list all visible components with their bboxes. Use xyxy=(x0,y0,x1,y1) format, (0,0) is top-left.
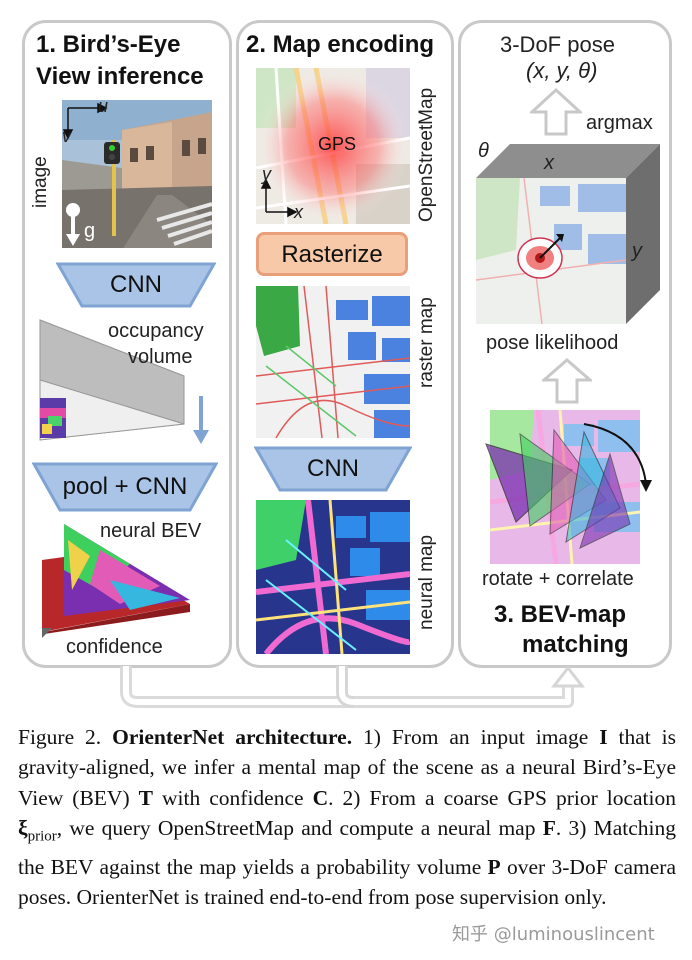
gravity-arrow-icon xyxy=(66,203,80,246)
caption-symbol-F: F xyxy=(542,816,556,841)
rasterize-block: Rasterize xyxy=(256,232,408,276)
axis-u-label: u xyxy=(98,96,109,116)
likelihood-up-arrow-icon xyxy=(542,358,592,404)
neural-map-tile xyxy=(256,500,410,654)
axis-v-label: v xyxy=(62,126,71,146)
caption-prior: prior xyxy=(27,828,57,845)
caption-s4: . 2) From a coarse GPS prior location xyxy=(328,785,677,810)
caption-s6: . 3) Matching the BEV against the map yi… xyxy=(18,816,677,879)
rotated-bev-triangles xyxy=(485,423,652,549)
pose-title: 3-DoF pose xyxy=(500,32,615,57)
occupancy-label-line1: occupancy xyxy=(108,320,204,342)
pose-likelihood-label: pose likelihood xyxy=(486,332,619,354)
map-cnn-label: CNN xyxy=(307,455,359,482)
down-arrow-icon xyxy=(193,396,209,444)
argmax-label: argmax xyxy=(586,112,653,134)
caption-s5: , we query OpenStreetMap and compute a n… xyxy=(56,816,536,841)
bev-panel-title-line1: 1. Bird’s-Eye xyxy=(36,31,181,58)
pool-cnn-label: pool + CNN xyxy=(62,473,188,500)
neural-bev-label: neural BEV xyxy=(100,520,202,542)
raster-map-tile xyxy=(256,286,410,438)
y-label: y xyxy=(632,240,642,262)
caption-symbol-P: P xyxy=(487,854,501,879)
gravity-label: g xyxy=(84,220,96,242)
rasterize-label: Rasterize xyxy=(281,241,383,268)
map-axes-icon xyxy=(260,178,298,218)
bev-cnn-label: CNN xyxy=(110,271,162,298)
occupancy-label-line2: volume xyxy=(128,346,193,368)
neural-bev-shape xyxy=(42,524,190,638)
occupancy-volume-shape xyxy=(39,319,185,441)
caption-symbol-C: C xyxy=(312,785,329,810)
image-axes-icon xyxy=(62,102,108,140)
rotate-correlate-label: rotate + correlate xyxy=(482,568,634,590)
matching-title-line1: 3. BEV-map xyxy=(494,601,627,628)
caption-name: OrienterNet architecture. xyxy=(112,725,353,749)
neural-map-label: neural map xyxy=(416,534,437,630)
figure-caption: Figure 2. OrienterNet architecture. 1) F… xyxy=(18,722,676,913)
caption-s3: with confidence xyxy=(162,785,304,810)
matching-title-line2: matching xyxy=(522,631,629,658)
caption-s7: over 3-DoF camera poses. OrienterNet is … xyxy=(18,854,677,910)
pool-cnn-block: pool + CNN xyxy=(32,462,218,512)
confidence-label: confidence xyxy=(66,636,163,658)
bev-cnn-block: CNN xyxy=(56,262,216,308)
flow-connector-arrow xyxy=(120,665,586,708)
x-label: x xyxy=(544,152,554,174)
gps-label: GPS xyxy=(318,134,357,154)
theta-label: θ xyxy=(478,140,489,162)
caption-symbol-I: I xyxy=(599,725,608,749)
caption-s2: that is gravity-aligned, we infer a ment… xyxy=(18,725,677,810)
map-cnn-block: CNN xyxy=(254,446,412,492)
watermark: 知乎 @luminouslincent xyxy=(452,924,655,945)
caption-symbol-xi: ξ xyxy=(18,816,28,841)
caption-symbol-T: T xyxy=(138,785,153,810)
probability-volume-box xyxy=(475,144,660,325)
raster-map-label: raster map xyxy=(416,297,437,388)
map-panel-title: 2. Map encoding xyxy=(246,31,435,58)
openstreetmap-label: OpenStreetMap xyxy=(416,87,437,222)
argmax-up-arrow-icon xyxy=(530,88,582,136)
bev-panel-title-line2: View inference xyxy=(36,63,204,90)
caption-s1: 1) From an input image xyxy=(363,725,589,749)
image-label: image xyxy=(30,156,51,208)
input-street-image xyxy=(62,100,212,248)
pose-variables: (x, y, θ) xyxy=(526,58,598,83)
caption-fig: Figure 2. xyxy=(18,725,102,749)
map-axis-y-label: y xyxy=(262,164,271,184)
openstreetmap-tile xyxy=(256,68,410,224)
map-axis-x-label: x xyxy=(294,202,303,222)
